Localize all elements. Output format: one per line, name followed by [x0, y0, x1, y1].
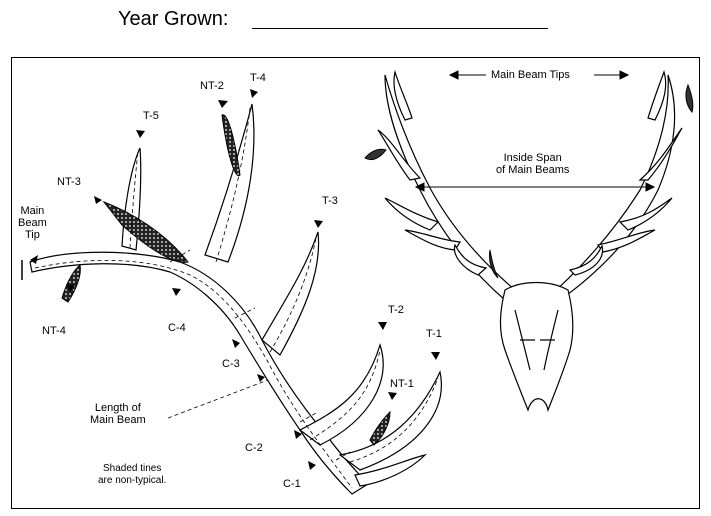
label-c2: C-2 [245, 442, 263, 454]
tine-t3 [262, 232, 319, 355]
label-c1: C-1 [283, 478, 301, 490]
label-t2: T-2 [388, 304, 404, 316]
skull [500, 283, 572, 411]
label-t1: T-1 [426, 328, 442, 340]
label-c4: C-4 [168, 322, 186, 334]
label-main-beam-tip: Main Beam Tip [18, 205, 47, 241]
label-t3: T-3 [322, 195, 338, 207]
label-nt3: NT-3 [57, 176, 81, 188]
label-c3: C-3 [222, 358, 240, 370]
non-typical-tines [62, 115, 390, 445]
full-rack-drawing [378, 72, 682, 410]
label-nt2: NT-2 [200, 80, 224, 92]
label-inside-span: Inside Span of Main Beams [496, 152, 569, 176]
tine-t2 [300, 345, 383, 445]
label-t4: T-4 [250, 72, 266, 84]
label-length-of-main-beam: Length of Main Beam [90, 402, 146, 426]
tine-nt2 [222, 115, 240, 176]
label-main-beam-tips: Main Beam Tips [491, 69, 570, 81]
tine-nt4 [62, 265, 80, 302]
main-beam [30, 252, 368, 494]
label-nt4: NT-4 [42, 325, 66, 337]
label-shaded-note: Shaded tines are non-typical. [98, 463, 166, 487]
label-t5: T-5 [143, 110, 159, 122]
label-nt1: NT-1 [390, 378, 414, 390]
